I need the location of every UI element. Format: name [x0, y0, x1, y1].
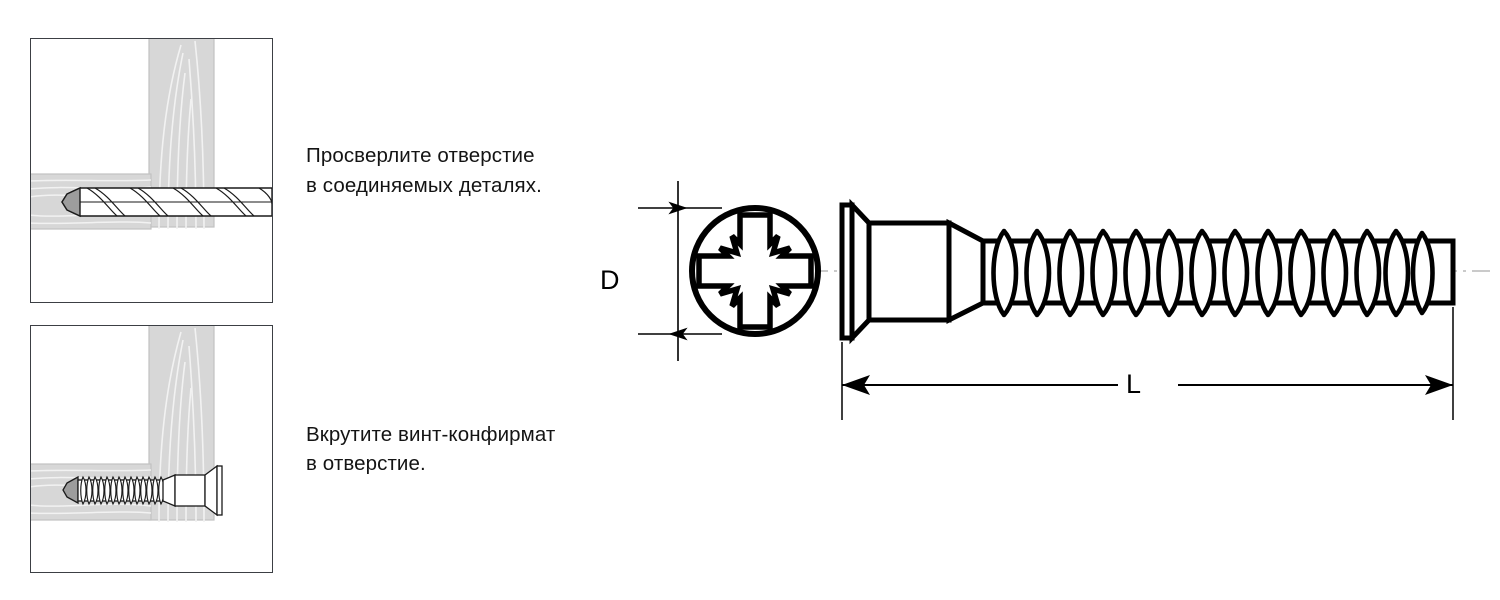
drill-hole-illustration: [30, 38, 273, 303]
instruction-step-1: Просверлите отверстие в соединяемых дета…: [30, 38, 542, 303]
confirmat-screw-dimensions: D L: [590, 175, 1490, 420]
screw-illustration-svg: [31, 326, 223, 523]
diameter-dimension: [638, 181, 722, 361]
diameter-dimension-label: D: [600, 265, 620, 295]
insert-screw-illustration: [30, 325, 273, 573]
length-dimension-label: L: [1126, 369, 1142, 399]
confirmat-screw-side-view: [839, 198, 1456, 345]
instruction-step-1-caption: Просверлите отверстие в соединяемых дета…: [306, 144, 542, 197]
instruction-step-2-caption: Вкрутите винт-конфирмат в отверстие.: [306, 422, 556, 475]
confirmat-screw: [62, 464, 223, 517]
twist-drill-bit: [61, 186, 272, 218]
drill-illustration-svg: [31, 39, 272, 230]
technical-drawing-svg: [638, 181, 1490, 420]
pozidriv-drive-head-front-view: [689, 205, 821, 337]
length-dimension: [841, 307, 1454, 420]
instruction-step-2: Вкрутите винт-конфирмат в отверстие.: [30, 325, 555, 573]
